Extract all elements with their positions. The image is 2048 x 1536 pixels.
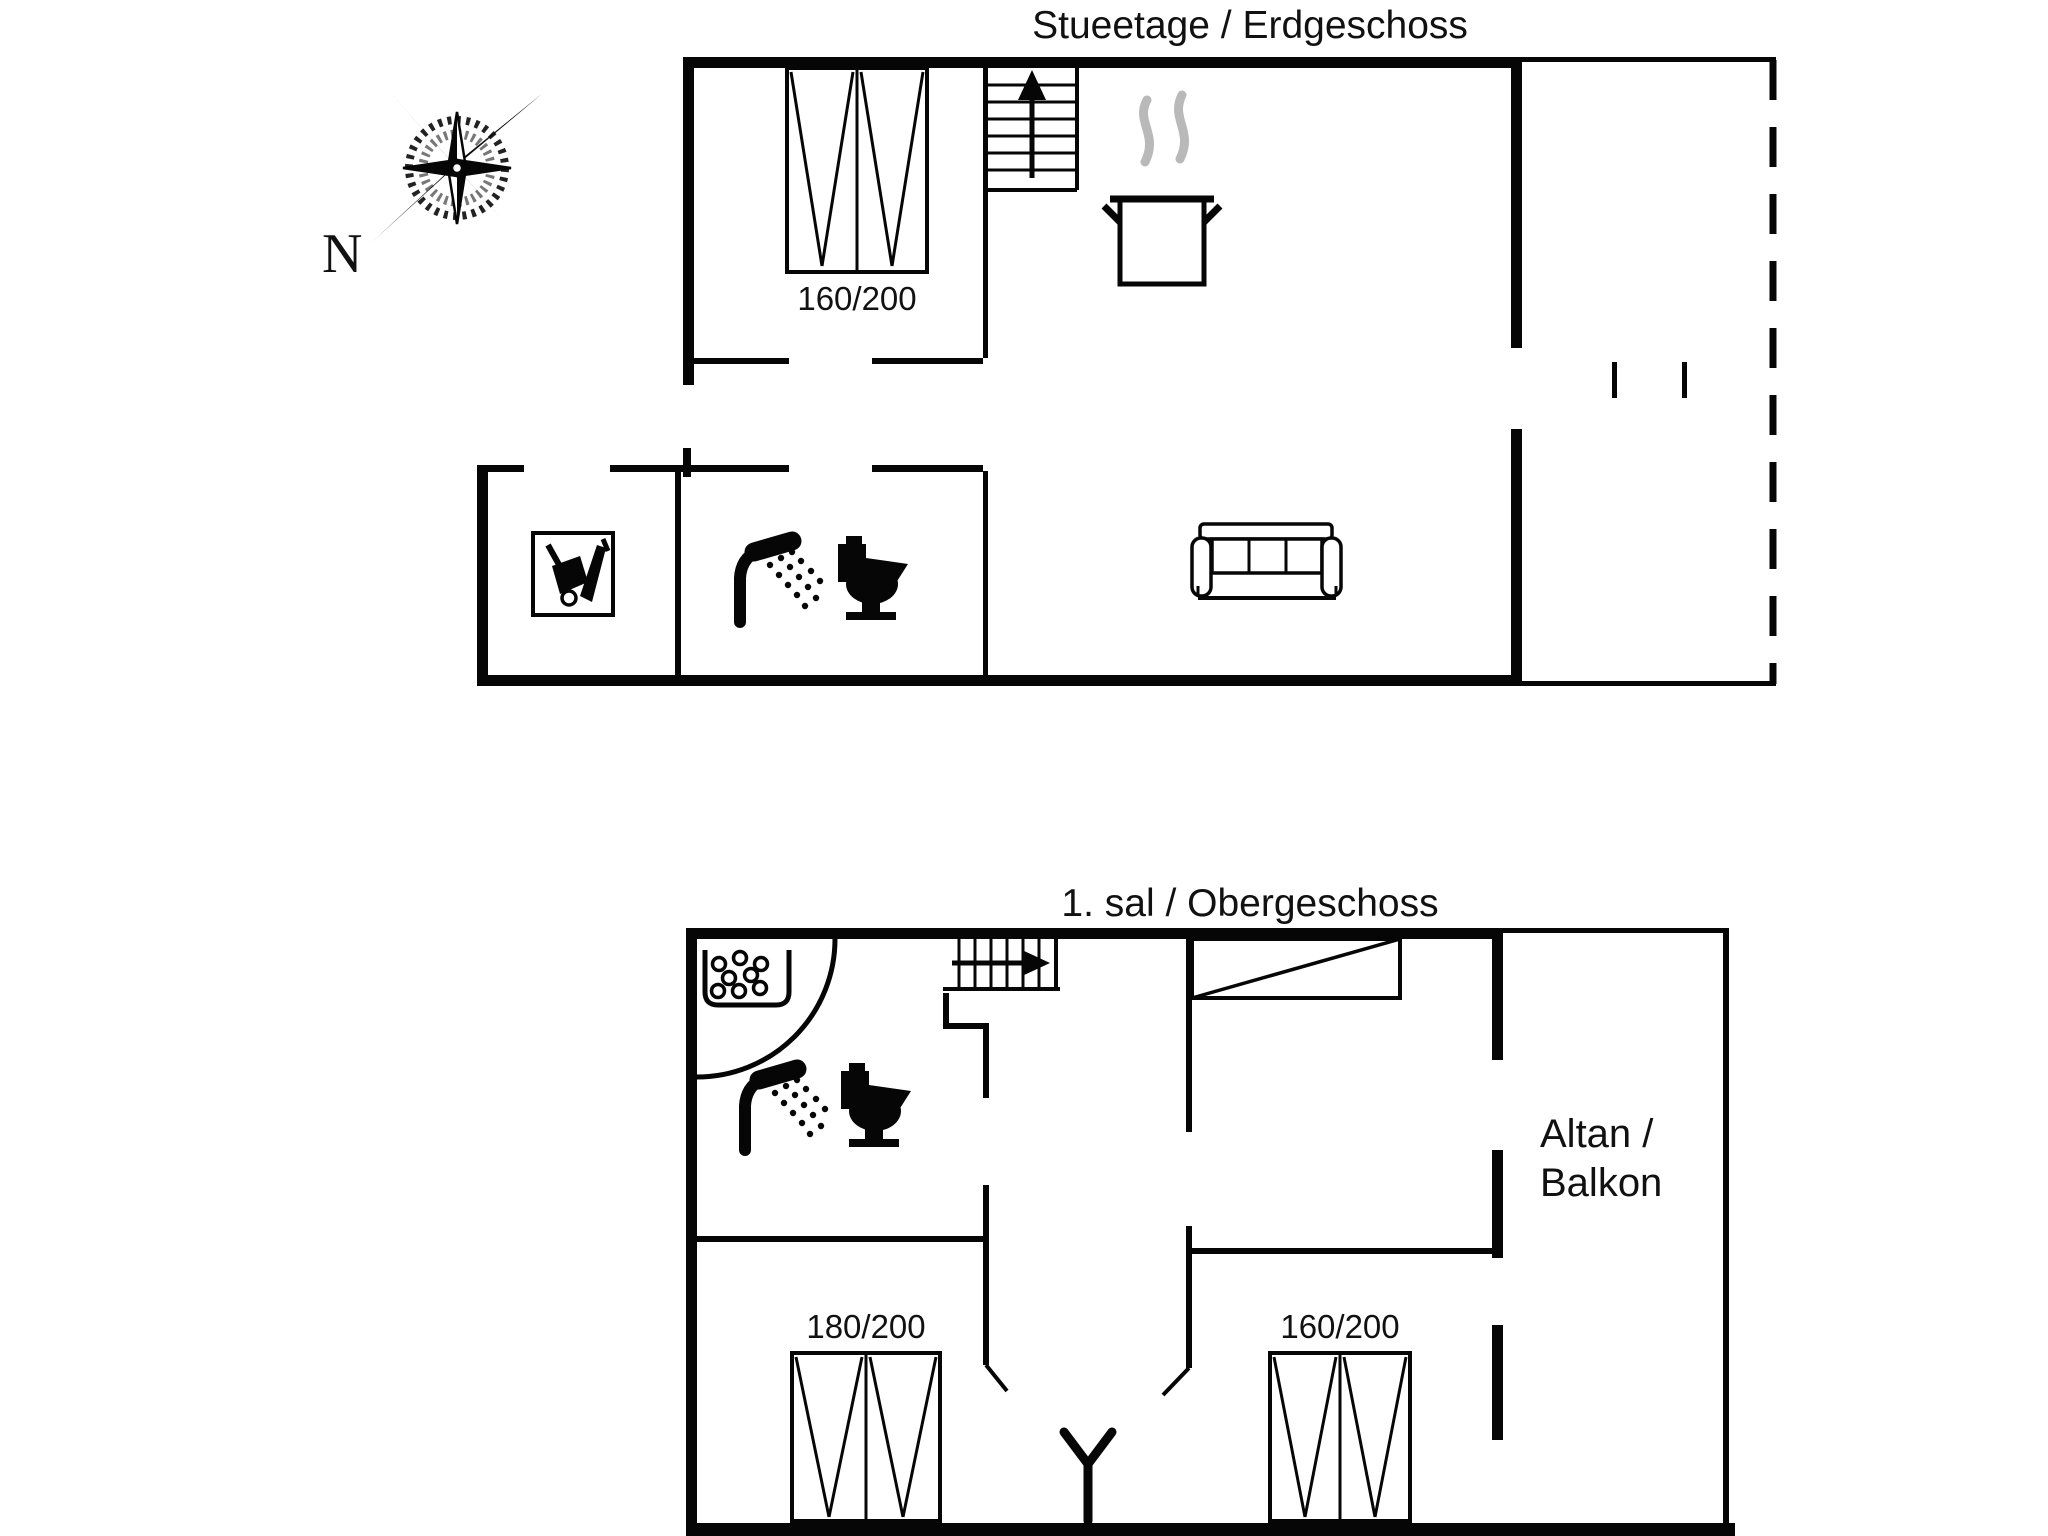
terrace-dashed-outline bbox=[1522, 57, 1777, 686]
balcony-wall bbox=[1492, 928, 1503, 1060]
toilet-icon-ground bbox=[838, 536, 908, 620]
balcony-wall bbox=[1492, 1325, 1503, 1440]
shower-icon-ground bbox=[740, 541, 823, 622]
sloped-ceiling-void bbox=[1190, 937, 1402, 1000]
terrace-opening-mark bbox=[1682, 362, 1687, 398]
tv-antenna-icon bbox=[1059, 1427, 1117, 1526]
balcony-label-line1: Altan / bbox=[1540, 1112, 1654, 1156]
ground-floor-walls bbox=[477, 57, 1522, 686]
first-floor-title: 1. sal / Obergeschoss bbox=[1061, 882, 1439, 925]
shower-icon-first bbox=[745, 1069, 828, 1150]
stairs-up-icon bbox=[988, 68, 1079, 192]
balcony-label: Altan /Balkon bbox=[1540, 1110, 1662, 1208]
cooking-pot-icon bbox=[1101, 90, 1223, 287]
cleaning-utility-box-icon bbox=[531, 531, 615, 617]
balcony-label-line2: Balkon bbox=[1540, 1160, 1663, 1205]
stairs-first-floor-icon bbox=[943, 939, 1060, 991]
door-leaf bbox=[984, 1363, 1009, 1393]
steam-icon bbox=[1174, 90, 1189, 164]
toilet-icon-first bbox=[841, 1063, 911, 1147]
whirlpool-tub-icon bbox=[702, 949, 792, 1008]
sofa-icon bbox=[1190, 522, 1343, 600]
double-bed-180 bbox=[790, 1351, 942, 1523]
bed-label-160-first: 160/200 bbox=[1280, 1308, 1400, 1345]
bed-label-ground: 160/200 bbox=[797, 280, 917, 317]
compass-rose-icon bbox=[371, 91, 543, 245]
balcony-wall bbox=[1492, 1150, 1503, 1258]
steam-icon bbox=[1139, 95, 1154, 167]
first-floor-walls bbox=[686, 928, 1735, 1536]
compass-north-label: N bbox=[322, 223, 363, 285]
double-bed-160-first bbox=[1268, 1351, 1412, 1523]
door-leaf bbox=[1161, 1366, 1191, 1397]
bed-label-180: 180/200 bbox=[806, 1308, 926, 1345]
ground-floor-title: Stueetage / Erdgeschoss bbox=[1032, 4, 1468, 47]
ground-floor-plan bbox=[477, 57, 1777, 686]
first-floor-plan bbox=[686, 928, 1735, 1536]
door-swing-arc bbox=[696, 938, 838, 1080]
terrace-opening-mark bbox=[1612, 362, 1617, 398]
double-bed-ground bbox=[785, 66, 929, 274]
